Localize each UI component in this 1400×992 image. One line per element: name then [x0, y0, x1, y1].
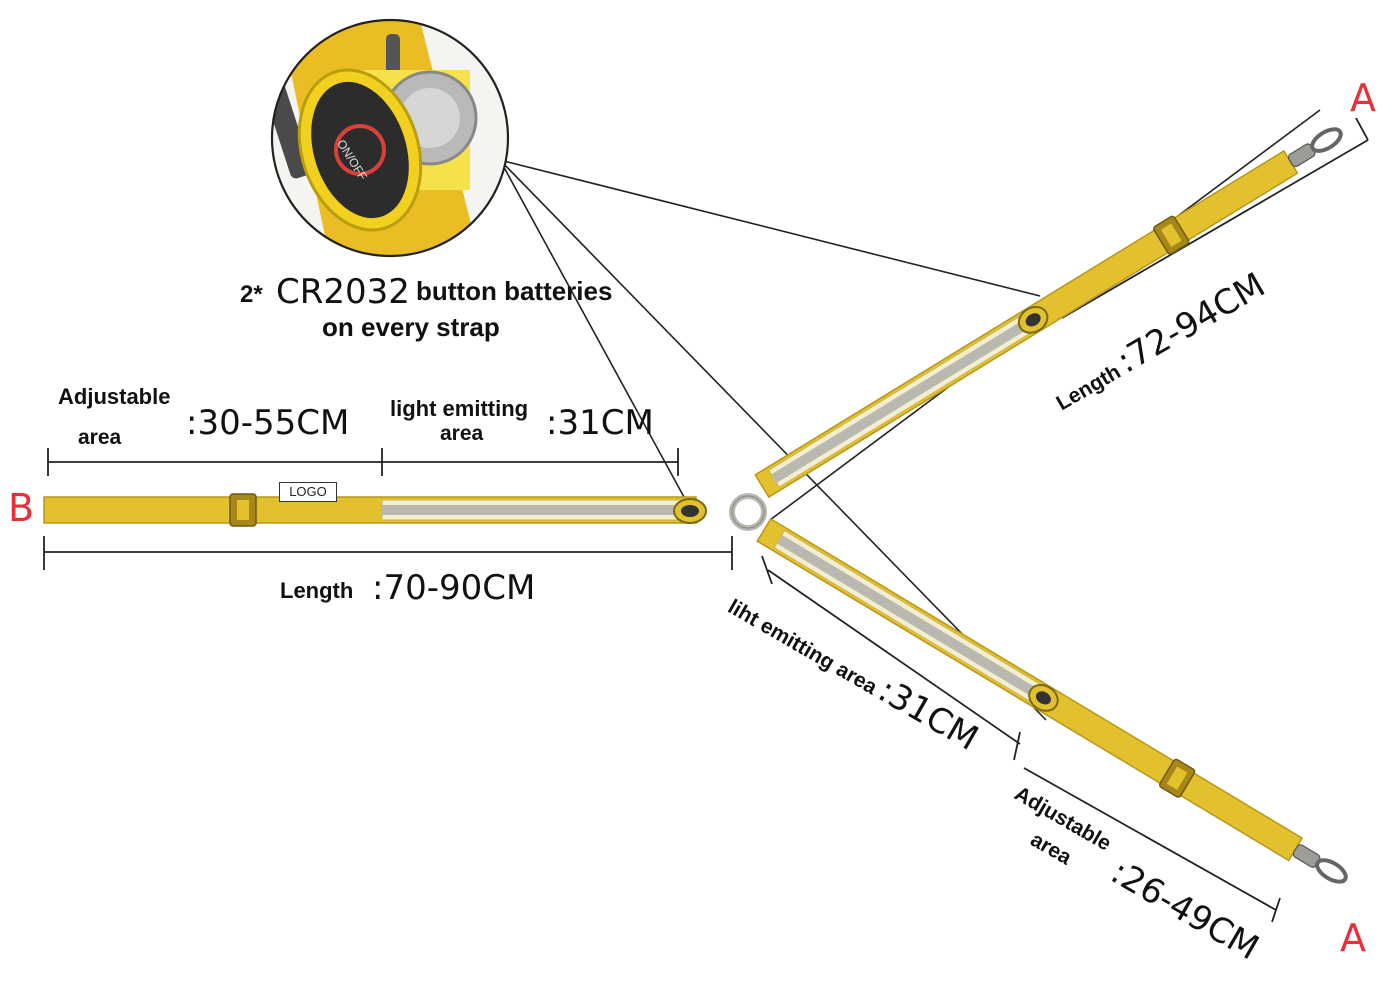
left-adjustable-label-2: area — [78, 426, 122, 449]
left-adjustable-value: :30-55CM — [186, 403, 350, 443]
measure-lines — [43, 117, 1369, 923]
left-light-label-2: area — [440, 422, 484, 445]
left-strap — [43, 493, 707, 527]
junction-ring — [729, 493, 767, 531]
end-label-b: B — [8, 486, 35, 530]
battery-inset — [270, 18, 510, 258]
end-label-a-lower: A — [1340, 916, 1366, 960]
left-light-label-1: light emitting — [390, 396, 529, 421]
left-length-value: :70-90CM — [372, 568, 536, 608]
battery-model: CR2032 — [276, 272, 410, 312]
battery-caption-line1: button batteries — [416, 276, 613, 306]
battery-prefix: 2* — [240, 281, 263, 308]
end-label-a-upper: A — [1350, 76, 1376, 120]
battery-caption-line2: on every strap — [322, 312, 500, 342]
lower-strap — [756, 517, 1348, 884]
left-adjustable-label-1: Adjustable — [58, 384, 171, 409]
left-length-label: Length — [280, 578, 354, 603]
left-light-value: :31CM — [546, 403, 654, 443]
logo-tag: LOGO — [279, 482, 337, 502]
upper-strap — [754, 127, 1343, 499]
